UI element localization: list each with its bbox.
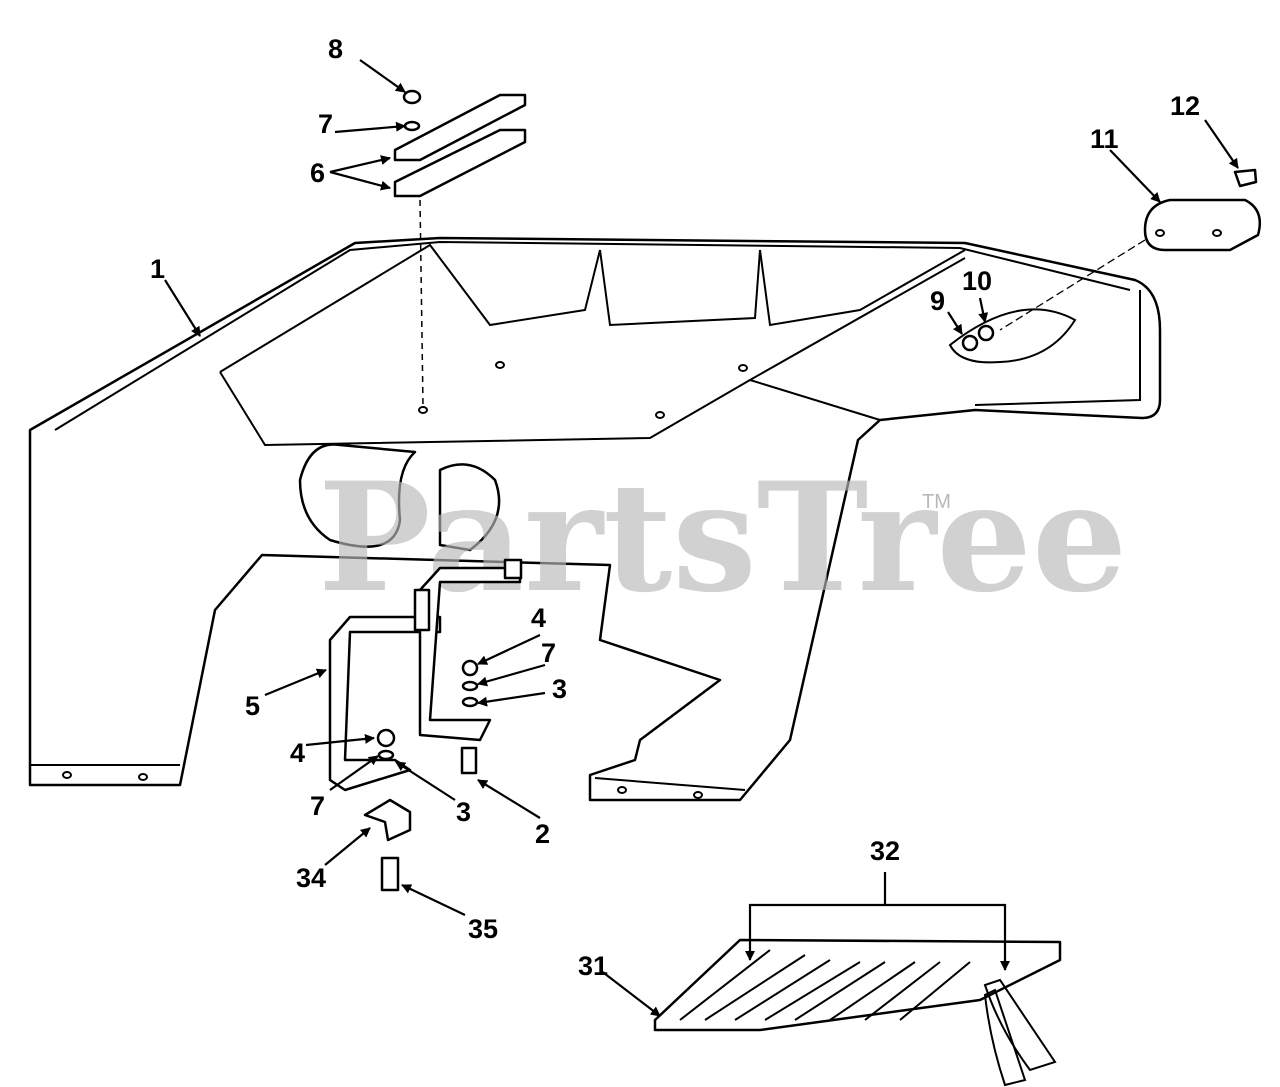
spacer-bars: [393, 89, 527, 198]
callout-labels: 1 2 3 3 4 4 5 6 7 7 7 8 9 10 11 12 31 32…: [150, 34, 1200, 981]
washer: [403, 120, 421, 132]
callout-7: 7: [318, 109, 333, 139]
callout-35: 35: [468, 914, 498, 944]
callout-34: 34: [296, 863, 326, 893]
light-assembly: [948, 168, 1262, 364]
callout-32: 32: [870, 836, 900, 866]
callout-8: 8: [328, 34, 343, 64]
callout-4: 4: [531, 603, 546, 633]
bracket-assembly: [328, 558, 523, 892]
nut: [402, 89, 422, 105]
callout-4: 4: [290, 738, 305, 768]
tool-roll: [653, 938, 1062, 1087]
callout-3: 3: [456, 797, 471, 827]
callout-1: 1: [150, 254, 165, 284]
callout-11: 11: [1090, 124, 1119, 154]
washer-10: [977, 324, 995, 342]
callout-31: 31: [578, 951, 608, 981]
callout-2: 2: [535, 819, 550, 849]
callout-10: 10: [962, 266, 992, 296]
svg-text:TM: TM: [922, 491, 951, 513]
svg-text:PartsTree: PartsTree: [318, 450, 1127, 626]
fender-pan: [28, 199, 1162, 802]
callout-7: 7: [541, 638, 556, 668]
callout-5: 5: [245, 691, 260, 721]
leader-lines: [164, 59, 1239, 1017]
tool-set: [679, 949, 971, 1021]
watermark: PartsTree TM: [318, 450, 1127, 626]
callout-9: 9: [930, 286, 945, 316]
callout-12: 12: [1170, 91, 1200, 121]
callout-7: 7: [310, 791, 325, 821]
callout-6: 6: [310, 158, 325, 188]
callout-3: 3: [552, 674, 567, 704]
nut-9: [961, 334, 979, 352]
mount-holes: [62, 361, 748, 799]
